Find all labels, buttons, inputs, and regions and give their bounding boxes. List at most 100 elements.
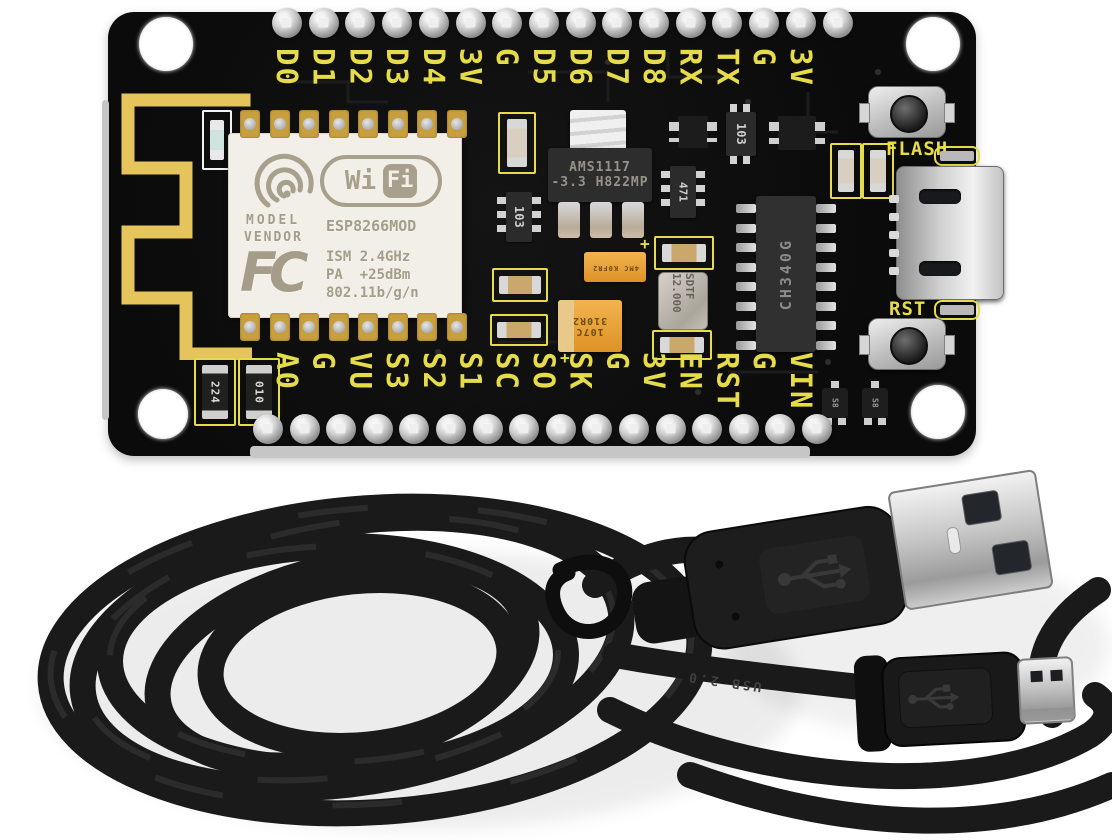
- ch340-pin-left: [736, 301, 756, 311]
- flash-button: [859, 86, 955, 138]
- ch340-pin-right: [816, 340, 836, 350]
- regulator-leg: [590, 202, 612, 238]
- module-pad-bottom: [299, 313, 319, 341]
- header-pin-top: [272, 8, 302, 38]
- smd-010-box: 010: [238, 358, 280, 426]
- smd-resistor-box: [498, 112, 536, 174]
- header-pin-bottom: [728, 414, 759, 444]
- pin-label-top: D4: [416, 48, 451, 87]
- polarity-plus-mark: +: [560, 348, 570, 367]
- pin-label-bottom: G: [600, 352, 635, 372]
- module-pad-bottom: [387, 313, 408, 341]
- pin-label-top: G: [490, 48, 525, 68]
- esp8266-module: Wi Fi MODEL VENDOR ESP8266MOD FC ISM 2.4…: [228, 133, 462, 318]
- pin-label-top: D0: [270, 48, 304, 87]
- ch340-pin-right: [816, 321, 836, 330]
- regulator-marking-1: AMS1117: [569, 160, 631, 175]
- mounting-hole-top-left: [139, 17, 193, 71]
- usb-shield-pad: [934, 146, 980, 166]
- module-pad-top: [328, 110, 349, 138]
- header-pin-bottom: [399, 414, 430, 444]
- pin-label-bottom: RST: [710, 352, 745, 411]
- header-pin-top: [822, 8, 853, 38]
- pin-label-top: D8: [637, 48, 671, 87]
- board-bottom-edge: [250, 446, 810, 458]
- smd-diode: [669, 116, 717, 148]
- rst-label: RST: [889, 298, 927, 320]
- flash-label: FLASH: [886, 138, 949, 160]
- ch340-pin-left: [736, 243, 756, 252]
- flash-button-plunger: [890, 95, 928, 133]
- header-pin-bottom: [655, 414, 686, 444]
- header-pin-bottom: [765, 414, 796, 444]
- header-pin-top: [418, 8, 449, 38]
- smd-resistor-box: [490, 314, 548, 346]
- smd-resistor-box: [830, 143, 862, 199]
- usb-shield-slot: [919, 261, 961, 276]
- header-pin-top: [675, 8, 706, 38]
- espressif-swirl-icon: [254, 153, 314, 208]
- header-pin-top: [492, 8, 523, 38]
- mounting-hole-bottom-right: [911, 385, 965, 439]
- pin-label-top: D7: [600, 48, 635, 87]
- mounting-hole-bottom-left: [138, 389, 188, 439]
- ch340-pin-left: [736, 340, 756, 350]
- usb-shield-slot: [919, 189, 961, 204]
- smd-resistor-box: [862, 143, 894, 199]
- module-vendor-label: VENDOR: [244, 230, 303, 245]
- pin-label-bottom: EN: [673, 352, 708, 391]
- wifi-badge-fi: Fi: [383, 164, 418, 198]
- module-pad-top: [358, 110, 378, 138]
- pin-label-top: D2: [343, 48, 378, 87]
- module-model-label: MODEL: [246, 213, 301, 228]
- regulator-marking-2: -3.3 H822MP: [551, 175, 649, 190]
- header-pin-bottom: [362, 414, 393, 444]
- module-pad-top: [269, 110, 290, 138]
- resistor-network-103: 103: [497, 192, 541, 242]
- module-pad-top: [387, 110, 408, 138]
- rst-button: [859, 318, 955, 370]
- fcc-mark: FC: [240, 241, 308, 304]
- ch340-pin-left: [736, 262, 756, 272]
- ch340g-usb-uart-chip: CH340G: [756, 196, 816, 352]
- module-pad-top: [446, 110, 467, 138]
- header-pin-bottom: [289, 414, 320, 444]
- module-pad-top: [417, 110, 437, 138]
- smd-diode: [769, 116, 825, 150]
- smd-capacitor-box: [652, 330, 712, 360]
- header-pin-top: [602, 8, 633, 38]
- tantalum-capacitor-small: 4MC K0FR2: [584, 252, 646, 282]
- header-pin-bottom: [619, 414, 649, 444]
- status-led: [202, 110, 232, 170]
- resistor-network-103: 103: [726, 104, 756, 164]
- header-pin-top: [749, 8, 780, 38]
- ch340-pin-left: [736, 223, 756, 233]
- pcb-traces: [288, 52, 881, 395]
- pin-label-bottom: VU: [343, 352, 378, 391]
- pin-label-top: D6: [563, 48, 598, 87]
- header-pin-bottom: [545, 414, 576, 444]
- pin-label-bottom: G: [747, 352, 782, 372]
- pin-label-bottom: 3V: [637, 352, 671, 391]
- smd-capacitor-box: [654, 236, 714, 270]
- header-pin-bottom: [436, 414, 466, 444]
- pin-label-bottom: S3: [380, 352, 415, 391]
- header-pin-bottom: [582, 414, 613, 444]
- smd-resistor-box: [492, 268, 548, 302]
- header-pin-top: [639, 8, 669, 38]
- pin-label-bottom: SC: [490, 352, 525, 391]
- pin-label-bottom: VIN: [783, 352, 818, 411]
- header-pin-bottom: [802, 414, 832, 444]
- header-pin-bottom: [692, 414, 723, 444]
- module-spec-1: ISM 2.4GHz: [326, 249, 411, 265]
- header-pin-bottom: [472, 414, 503, 444]
- header-pin-top: [565, 8, 596, 38]
- pin-label-top: 3V: [453, 48, 488, 87]
- pin-label-top: 3V: [783, 48, 818, 87]
- wifi-badge-wi: Wi: [344, 166, 377, 196]
- header-pin-top: [528, 8, 559, 38]
- module-pad-top: [299, 110, 319, 138]
- ams1117-regulator: AMS1117 -3.3 H822MP: [548, 148, 652, 202]
